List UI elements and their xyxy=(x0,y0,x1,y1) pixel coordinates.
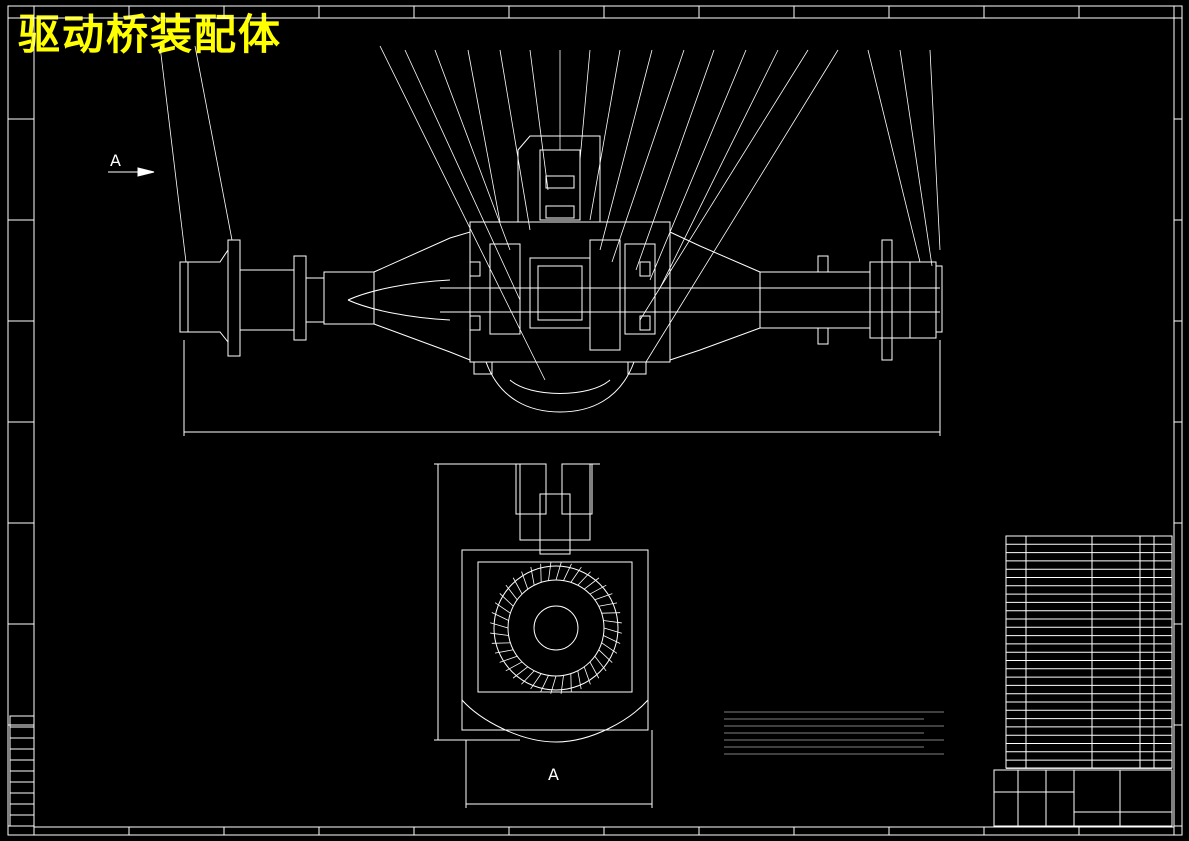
view-label-a: A xyxy=(110,151,121,170)
zone-ticks-bottom xyxy=(33,827,1175,835)
revision-block xyxy=(9,715,35,827)
zone-ticks-right xyxy=(1174,17,1182,827)
section-label-a: A xyxy=(548,765,559,784)
title-block xyxy=(993,769,1173,827)
outer-border xyxy=(7,5,1183,836)
leader-lines xyxy=(159,45,941,381)
axle-front-view xyxy=(108,135,943,436)
drawing-title: 驱动桥装配体 xyxy=(18,10,283,59)
parts-list-table xyxy=(1005,535,1173,769)
technical-notes xyxy=(724,711,944,755)
ring-gear-teeth xyxy=(490,562,622,694)
zone-ticks-left xyxy=(8,17,34,827)
section-a-view xyxy=(434,463,653,808)
zone-ticks-top xyxy=(33,6,1175,18)
